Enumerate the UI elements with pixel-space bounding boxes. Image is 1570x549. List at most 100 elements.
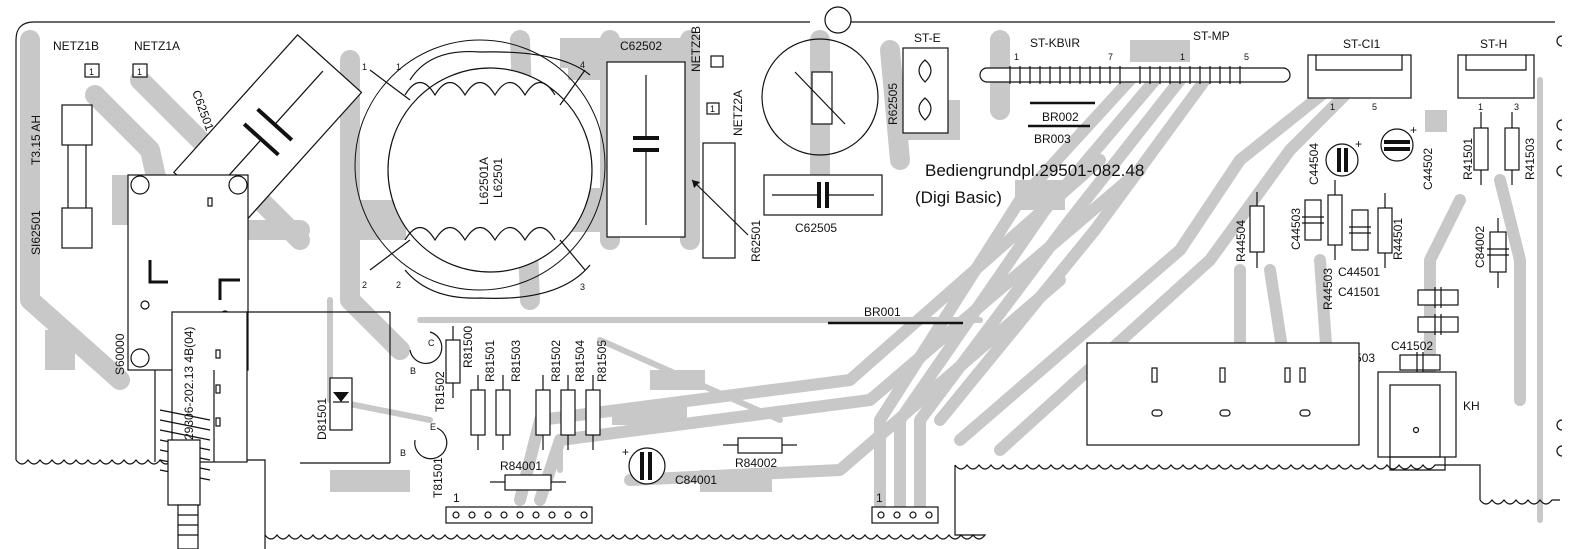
r81504-label: R81504: [573, 340, 587, 382]
display-module: [1086, 342, 1360, 446]
pin-header-9: 1: [445, 491, 593, 524]
c62502-label: C62502: [620, 39, 662, 53]
resistor-r62501: R62501: [691, 142, 763, 262]
capacitor-c44503: C44503: [1289, 199, 1324, 250]
bridge-br002-br003: BR002 BR003: [1028, 101, 1095, 146]
pin-label: C: [428, 338, 435, 348]
capacitor-c84001: + C84001: [622, 445, 717, 487]
c44501-label: C44501: [1338, 265, 1380, 279]
resistor-r44503: R44503: [1321, 180, 1343, 310]
r44501-label: R44501: [1391, 218, 1405, 260]
board-outline: [15, 6, 1563, 549]
pin-label: B: [410, 366, 416, 376]
pin-label: 1: [362, 62, 367, 72]
c44503-label: C44503: [1289, 208, 1303, 250]
resistor-r81501: R81501: [470, 340, 497, 450]
r84001-label: R84001: [500, 459, 542, 473]
connector-st-h: 1 3 ST-H: [1457, 37, 1535, 112]
pin-label: 1: [453, 491, 460, 505]
si62501-label: SI62501: [29, 210, 43, 255]
transistor-t81501: E B T81501: [400, 422, 448, 498]
c84001-label: C84001: [675, 473, 717, 487]
pin-label: 1: [1014, 52, 1019, 62]
pin-label: 1: [876, 491, 883, 505]
t81502-label: T81502: [433, 371, 447, 412]
resistor-r81504: R81504: [560, 340, 587, 450]
connector-st-e: ST-E: [902, 31, 949, 134]
br002-label: BR002: [1042, 110, 1079, 124]
polarity-plus: +: [1355, 137, 1362, 151]
r41503-label: R41503: [1523, 138, 1537, 180]
resistor-r81502: R81502: [535, 340, 563, 450]
pin-header-4: 1: [871, 491, 939, 524]
pin-label: 3: [1514, 102, 1519, 112]
br003-label: BR003: [1034, 132, 1071, 146]
resistor-r84002: R84002: [723, 437, 797, 470]
board-subtitle: (Digi Basic): [915, 188, 1002, 207]
pin-label: 5: [1372, 102, 1377, 112]
board-title: Bediengrundpl.29501-082.48: [925, 161, 1144, 180]
l62501a-label: L62501A: [477, 157, 491, 205]
pin-label: 1: [89, 67, 94, 77]
st-mp-label: ST-MP: [1193, 29, 1230, 43]
r81503-label: R81503: [509, 340, 523, 382]
r81505-label: R81505: [595, 340, 609, 382]
netz2a-label: NETZ2A: [731, 90, 745, 136]
r44504-label: R44504: [1234, 220, 1248, 262]
polarity-plus: +: [1410, 123, 1417, 137]
resistor-r81503: R81503: [495, 340, 523, 450]
netz2b-label: NETZ2B: [689, 26, 703, 72]
st-e-label: ST-E: [914, 31, 941, 45]
pin-label: 1: [710, 104, 715, 114]
transistor-area: D81501 C B T81502 E B T81501: [300, 312, 448, 498]
netz-pads: 1 NETZ1B 1 NETZ1A NETZ2B 1 NETZ2A: [53, 26, 745, 136]
l62501-label: L62501: [491, 158, 505, 198]
switch-s60000: S60000 29306-202.13 4B(04): [113, 174, 390, 463]
connector-kh: KH: [1377, 371, 1480, 471]
pin-label: 1: [137, 67, 142, 77]
diode-d81501: D81501: [315, 377, 353, 440]
netz1a-label: NETZ1A: [134, 39, 180, 53]
c62505-label: C62505: [795, 221, 837, 235]
resistor-r41501: R41501: [1461, 112, 1489, 185]
st-h-label: ST-H: [1480, 37, 1507, 51]
r44503-label: R44503: [1321, 268, 1335, 310]
r81500-label: R81500: [461, 326, 475, 368]
s60000-label: S60000: [113, 333, 127, 375]
pin-label: 4: [580, 60, 585, 70]
inductor-l62501: 1 1 4 2 2 3 L62501A L62501: [354, 39, 606, 299]
c44504-label: C44504: [1307, 143, 1321, 185]
c44502-label: C44502: [1421, 148, 1435, 190]
pin-label: 2: [362, 280, 367, 290]
capacitor-c44501: C44501: [1338, 209, 1380, 279]
capacitor-c62505: C62505: [763, 174, 883, 235]
resistor-r44501: R44501: [1377, 193, 1405, 268]
polarity-plus: +: [622, 445, 629, 459]
pin-label: B: [400, 448, 406, 458]
capacitor-c84002: C84002: [1473, 218, 1509, 288]
pin-label: 7: [1108, 52, 1113, 62]
capacitor-c41502: C41502: [1391, 339, 1441, 373]
pin-label: 1: [1478, 102, 1483, 112]
connector-st-mp: 1 5 ST-MP: [1139, 29, 1249, 84]
t81501-label: T81501: [431, 457, 445, 498]
connector-st-ci1: 1 5 ST-CI1: [1307, 37, 1412, 112]
r81502-label: R81502: [549, 340, 563, 382]
pin-label: E: [430, 422, 436, 432]
r84002-label: R84002: [735, 456, 777, 470]
capacitor-c62502: C62502: [606, 39, 686, 238]
pin-label: 1: [396, 62, 401, 72]
capacitor-c44502: + C44502: [1380, 123, 1435, 190]
kh-label: KH: [1463, 399, 1480, 413]
c41501-label: C41501: [1338, 285, 1380, 299]
resistor-r84001: R84001: [490, 459, 566, 491]
resistor-r44504: R44504: [1234, 192, 1265, 268]
resistor-r41503: R41503: [1504, 112, 1537, 185]
netz1b-label: NETZ1B: [53, 39, 99, 53]
st-kb-ir-label: ST-KB\IR: [1030, 36, 1080, 50]
switch-shaft: [154, 370, 215, 549]
pin-label: 3: [580, 282, 585, 292]
pin-label: 1: [1180, 52, 1185, 62]
resistor-r81500: R81500: [445, 326, 475, 398]
